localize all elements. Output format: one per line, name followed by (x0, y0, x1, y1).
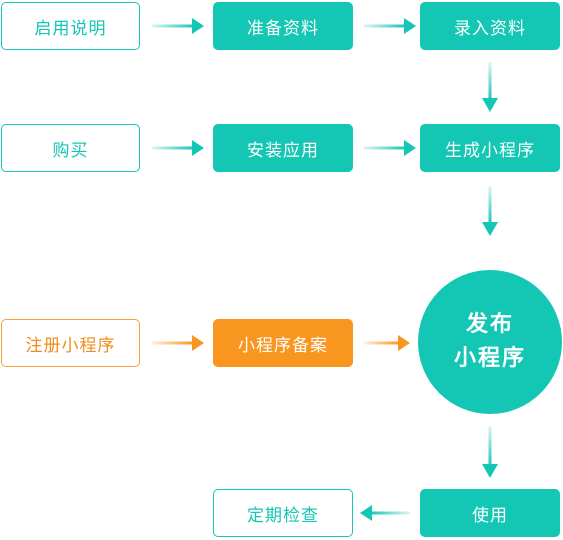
arrow-generate-to-publish (482, 186, 498, 236)
node-generate-mini-program: 生成小程序 (420, 124, 560, 172)
arrow-install-to-generate (364, 140, 416, 156)
node-periodic-check-label: 定期检查 (247, 505, 319, 526)
node-publish-line1: 发布 (465, 312, 514, 337)
node-install-app: 安装应用 (213, 124, 353, 172)
node-periodic-check: 定期检查 (213, 489, 353, 537)
node-enter-materials: 录入资料 (420, 2, 560, 50)
node-purchase: 购买 (1, 124, 140, 172)
node-prepare-materials: 准备资料 (213, 2, 353, 50)
node-enter-materials-label: 录入资料 (454, 18, 526, 39)
arrow-guide-to-prepare (152, 18, 204, 34)
node-publish-line2: 小程序 (453, 346, 526, 371)
arrow-publish-to-use (482, 426, 498, 478)
node-enable-guide-label: 启用说明 (34, 18, 107, 39)
node-generate-mini-program-label: 生成小程序 (445, 140, 535, 161)
arrow-purchase-to-install (152, 140, 204, 156)
node-use: 使用 (420, 489, 560, 537)
arrow-filing-to-publish (364, 335, 410, 351)
node-use-label: 使用 (472, 505, 508, 526)
node-register-mini-program-label: 注册小程序 (25, 335, 116, 356)
arrow-prepare-to-enter (364, 18, 416, 34)
arrow-use-to-check (360, 505, 410, 521)
node-purchase-label: 购买 (52, 140, 89, 161)
arrow-enter-to-generate (482, 62, 498, 112)
arrow-register-to-filing (152, 335, 204, 351)
node-enable-guide: 启用说明 (1, 2, 140, 50)
node-prepare-materials-label: 准备资料 (247, 18, 319, 39)
node-install-app-label: 安装应用 (247, 140, 319, 161)
node-register-mini-program: 注册小程序 (1, 319, 140, 367)
node-mini-program-filing-label: 小程序备案 (238, 335, 328, 356)
node-mini-program-filing: 小程序备案 (213, 319, 353, 367)
node-publish-mini-program: 发布 小程序 (418, 270, 562, 414)
